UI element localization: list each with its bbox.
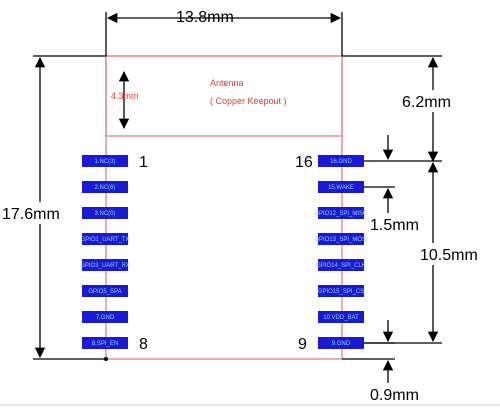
left-pad: 8.SPI_EN [82, 337, 128, 349]
right-pad: 15.WAKE [318, 181, 364, 193]
right-pad-label: GPIO13_SPI_MOSI [314, 237, 368, 243]
right-pad-label: GPIO14_SPI_CLK [316, 263, 366, 269]
left-pad-label: 8.SPI_EN [92, 341, 118, 347]
right-pin-column: 16.GND 15.WAKE GPIO12_SPI_MISO GPIO13_SP… [314, 155, 368, 349]
pin-number-first-left: 1 [139, 154, 148, 171]
left-pad: GPIO5_SPA [82, 285, 128, 297]
left-pad: 2.NC(6) [82, 181, 128, 193]
height-dimension-label: 17.6mm [2, 206, 60, 223]
right-pad-label: GPIO15_SPI_CS [318, 289, 364, 295]
left-pad-label: 7.GND [96, 315, 115, 321]
left-pad: 1.NC(3) [82, 155, 128, 167]
antenna-inner-label: 4.3mm [111, 91, 139, 101]
antenna-title: Antenna [210, 78, 244, 88]
right-pad: GPIO15_SPI_CS [318, 285, 364, 297]
height-label-bg [0, 202, 78, 224]
left-pin-column: 1.NC(3) 2.NC(6) 3.NC(0) GPIO1_UART_TX GP… [80, 155, 130, 349]
width-dimension-label: 13.8mm [176, 9, 234, 26]
left-pad-label: 1.NC(3) [94, 159, 115, 165]
right-pad: GPIO13_SPI_MOSI [314, 233, 368, 245]
antenna-height-label: 6.2mm [402, 94, 451, 111]
right-pad: 10.VDD_BAT [318, 311, 364, 323]
right-pad: GPIO14_SPI_CLK [316, 259, 366, 271]
left-pad-label: GPIO1_UART_TX [81, 237, 130, 243]
right-pad: 9.GND [318, 337, 364, 349]
pin-number-last-right: 9 [298, 336, 307, 353]
right-pad-label: 16.GND [330, 159, 352, 165]
left-pad-label: GPIO3_UART_RX [80, 263, 130, 269]
pin-number-first-right: 16 [295, 154, 313, 171]
left-pad-label: 3.NC(0) [94, 211, 115, 217]
antenna-subtitle: ( Copper Keepout ) [210, 96, 287, 106]
right-pad-label: GPIO12_SPI_MISO [314, 211, 368, 217]
left-pad: GPIO1_UART_TX [81, 233, 130, 245]
bottom-offset-label: 0.9mm [370, 387, 419, 404]
pin-span-label: 10.5mm [420, 247, 478, 264]
antenna-keepout-area [105, 55, 343, 137]
right-pad: GPIO12_SPI_MISO [314, 207, 368, 219]
pitch-label: 1.5mm [370, 217, 419, 234]
left-pad: 7.GND [82, 311, 128, 323]
right-pad-label: 9.GND [332, 341, 351, 347]
right-pad-label: 10.VDD_BAT [323, 315, 359, 321]
left-pad-label: GPIO5_SPA [88, 289, 121, 295]
left-pad: GPIO3_UART_RX [80, 259, 130, 271]
antenna-height-label-bg [398, 90, 498, 112]
pin-span-label-bg [418, 243, 500, 265]
right-pad-label: 15.WAKE [328, 185, 354, 191]
origin-marker [104, 357, 108, 361]
pin-number-last-left: 8 [139, 336, 148, 353]
left-pad: 3.NC(0) [82, 207, 128, 219]
left-pad-label: 2.NC(6) [94, 185, 115, 191]
right-pad: 16.GND [318, 155, 364, 167]
